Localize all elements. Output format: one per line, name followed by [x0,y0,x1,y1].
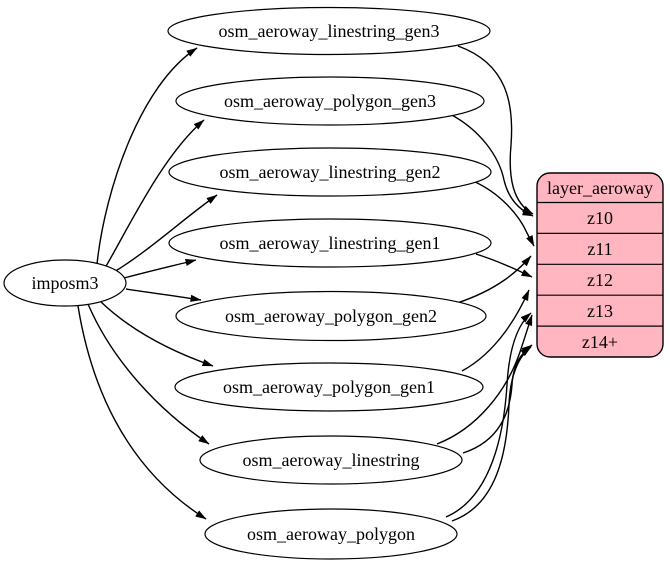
node-osm_aeroway_polygon_gen2: osm_aeroway_polygon_gen2 [175,290,487,342]
table-ellipse [204,508,458,560]
edge-osm_aeroway_linestring_gen2-z11 [472,180,535,247]
table-ellipse [168,147,492,197]
node-osm_aeroway_polygon: osm_aeroway_polygon [204,508,458,560]
edge-osm_aeroway_polygon-z14 [451,346,532,522]
layer-row-z14: z14+ [582,332,618,352]
imposm3-label: imposm3 [31,273,98,293]
table-label: osm_aeroway_polygon [247,524,415,544]
node-imposm3: imposm3 [3,259,127,307]
table-ellipse [168,218,492,268]
edge-osm_aeroway_polygon_gen3-z10 [449,113,534,217]
table-label: osm_aeroway_linestring_gen2 [220,162,441,182]
node-osm_aeroway_linestring_gen3: osm_aeroway_linestring_gen3 [167,6,491,56]
imposm3-ellipse [3,259,127,307]
node-osm_aeroway_linestring_gen1: osm_aeroway_linestring_gen1 [168,218,492,268]
table-label: osm_aeroway_polygon_gen2 [225,306,437,326]
edge-osm_aeroway_polygon_gen1-z12 [461,289,530,372]
table-label: osm_aeroway_linestring [243,450,420,470]
node-osm_aeroway_polygon_gen3: osm_aeroway_polygon_gen3 [175,76,485,126]
layer-record-box [536,172,664,358]
edge-osm_aeroway_linestring-z14 [462,344,533,454]
table-label: osm_aeroway_linestring_gen1 [220,233,441,253]
edge-imposm3-osm_aeroway_polygon_gen2 [125,288,202,302]
node-osm_aeroway_polygon_gen1: osm_aeroway_polygon_gen1 [174,362,484,412]
edge-imposm3-osm_aeroway_linestring_gen1 [123,259,197,279]
table-label: osm_aeroway_polygon_gen3 [224,91,436,111]
node-layer_aeroway: layer_aeroway z10 z11 z12 z13 z14+ [536,172,664,358]
table-ellipse [174,362,484,412]
node-osm_aeroway_linestring: osm_aeroway_linestring [199,435,463,485]
table-ellipse [175,290,487,342]
layer-row-z13: z13 [587,301,613,321]
edges-from-imposm3 [77,47,218,520]
edge-osm_aeroway_linestring_gen3-z10 [457,45,534,215]
layer-row-z11: z11 [587,239,612,259]
edges-to-layer [436,45,535,522]
layer-title: layer_aeroway [547,178,653,198]
edge-imposm3-osm_aeroway_linestring_gen2 [113,194,218,273]
edge-imposm3-osm_aeroway_linestring_gen3 [96,47,198,265]
edge-osm_aeroway_polygon-z13 [445,312,532,518]
layer-row-z10: z10 [587,208,613,228]
table-ellipse [167,6,491,56]
table-label: osm_aeroway_linestring_gen3 [219,21,440,41]
table-label: osm_aeroway_polygon_gen1 [223,377,435,397]
table-ellipse [199,435,463,485]
edge-imposm3-osm_aeroway_polygon_gen1 [99,300,214,367]
table-ellipse [175,76,485,126]
edge-osm_aeroway_linestring-z13 [436,314,533,445]
edge-osm_aeroway_polygon_gen2-z11 [456,255,532,304]
edge-imposm3-osm_aeroway_linestring [87,303,210,445]
edge-osm_aeroway_linestring_gen1-z12 [475,253,533,278]
edge-imposm3-osm_aeroway_polygon [77,305,207,520]
node-osm_aeroway_linestring_gen2: osm_aeroway_linestring_gen2 [168,147,492,197]
layer-row-z12: z12 [587,270,613,290]
edge-imposm3-osm_aeroway_polygon_gen3 [104,119,205,269]
